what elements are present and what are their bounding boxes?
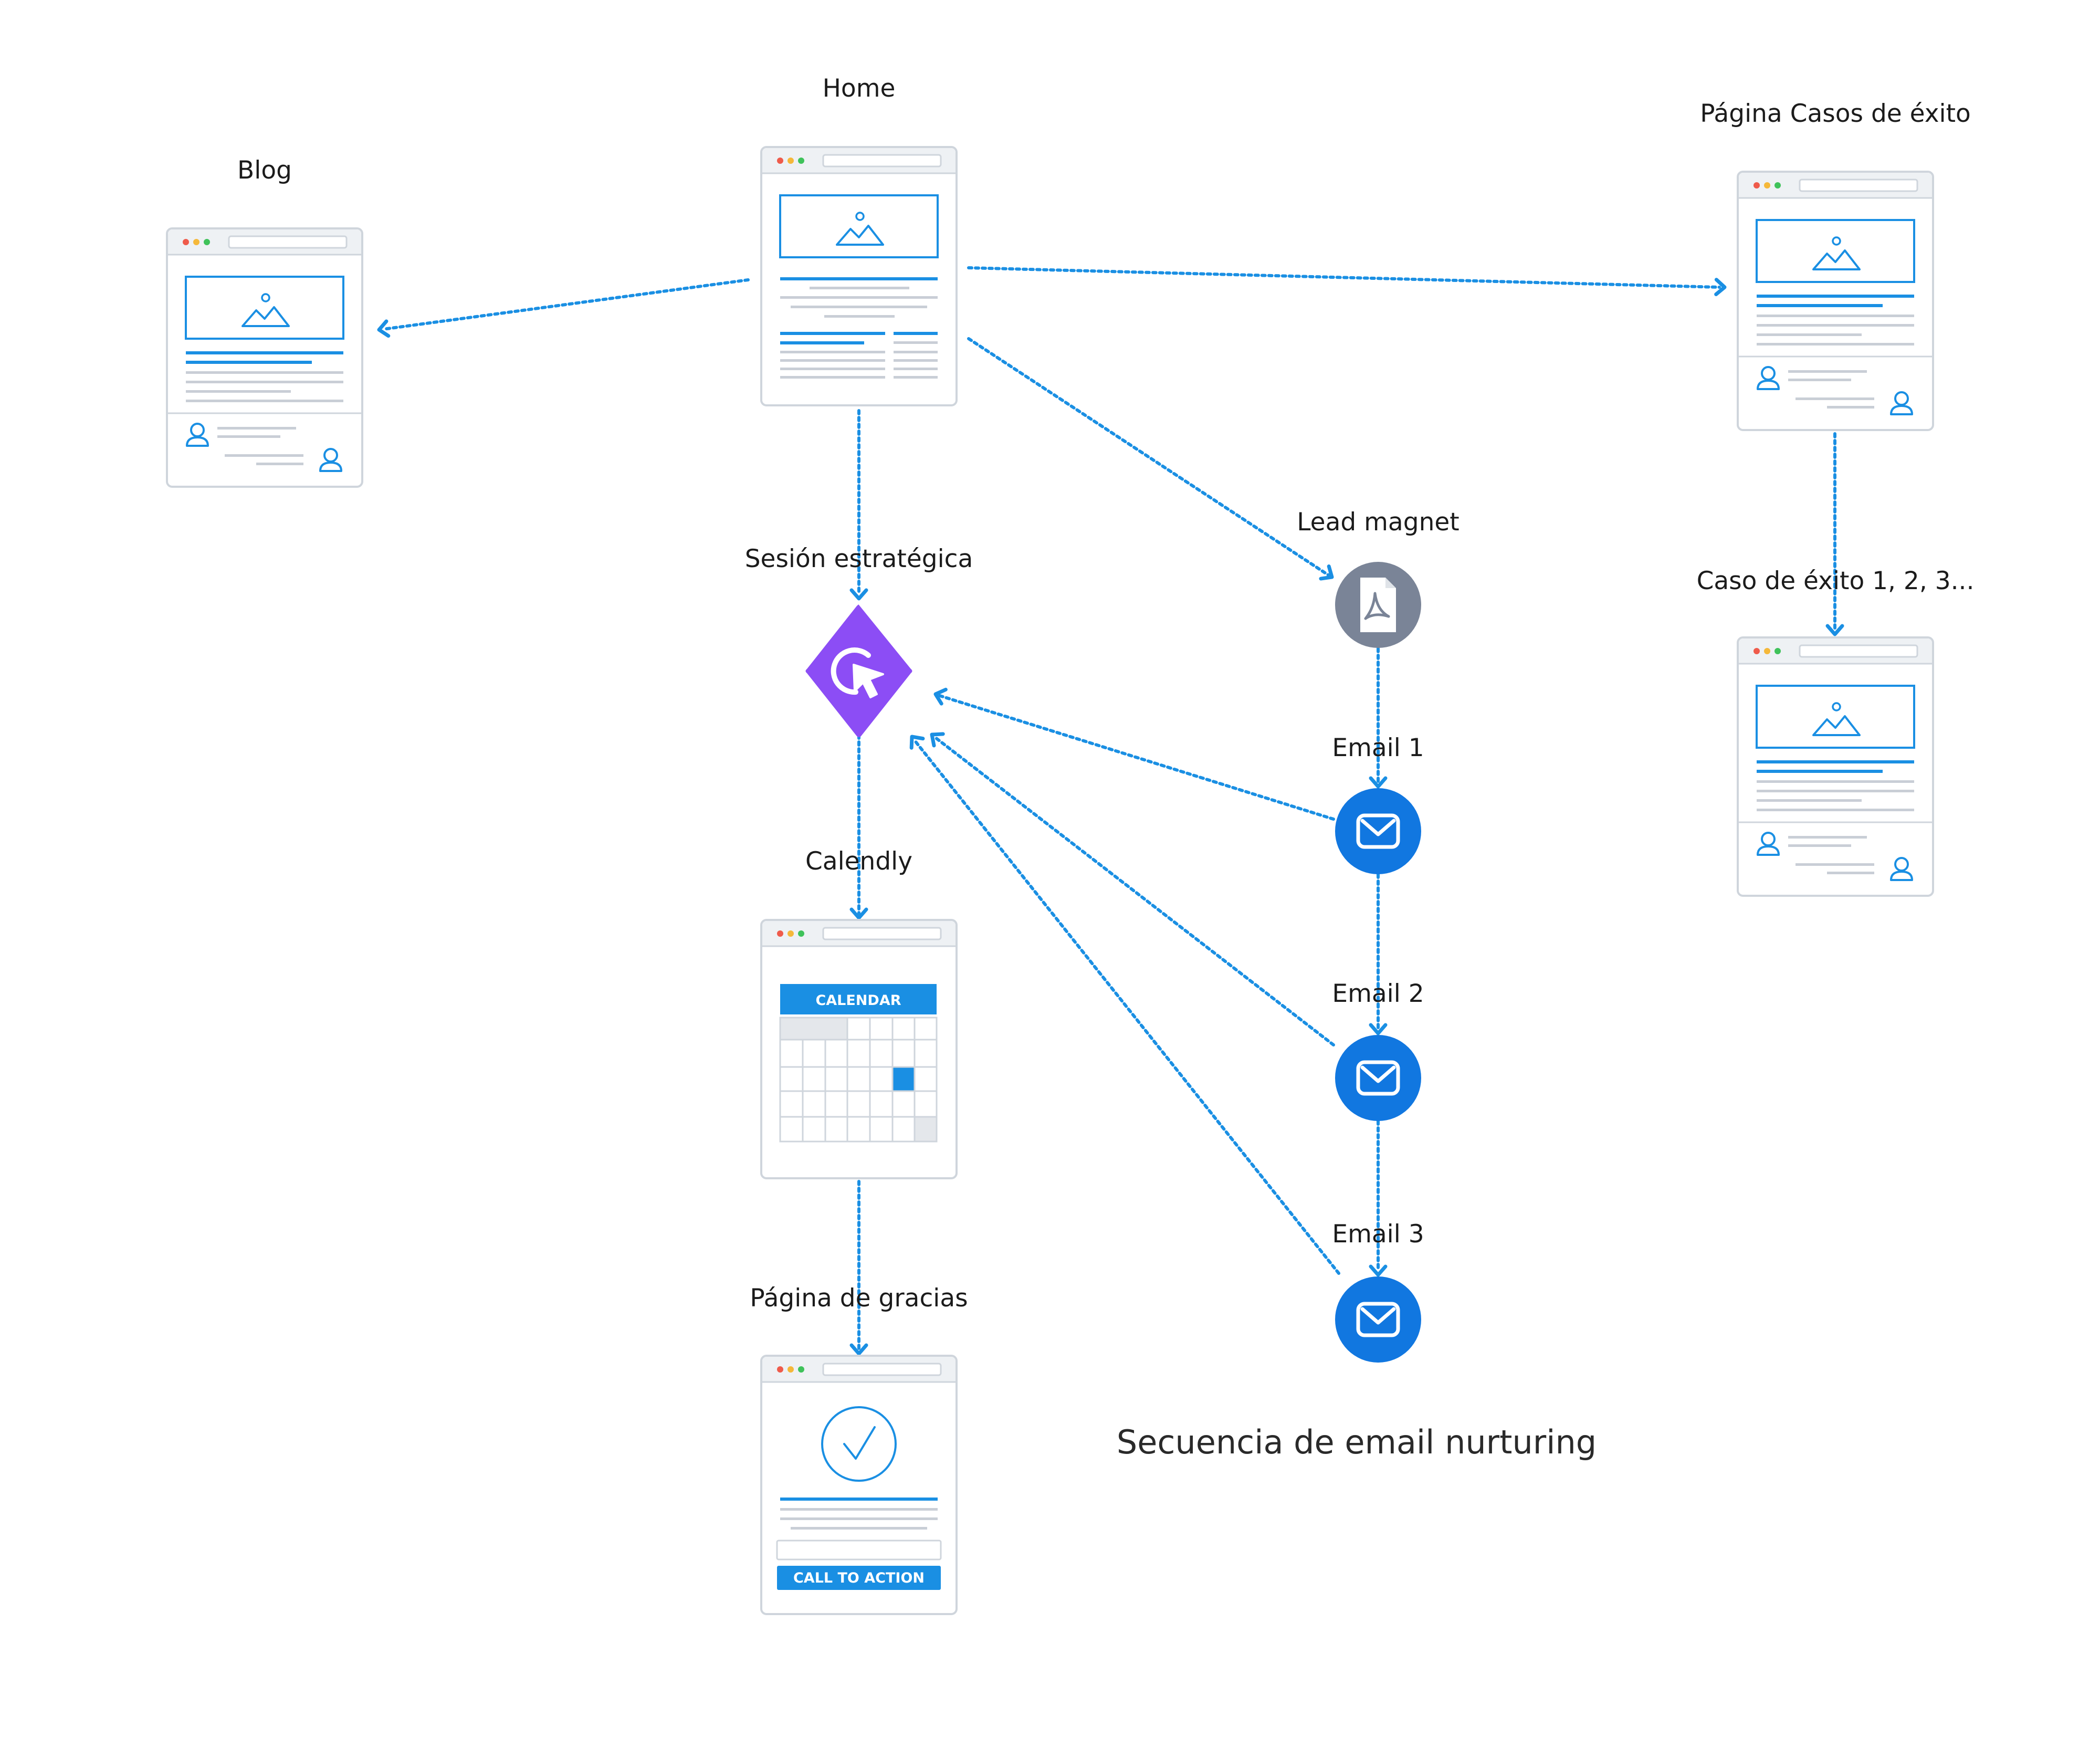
label-calendly: Calendly [805,847,912,876]
cursor-click-icon [831,647,884,698]
connector-email1-sesion [938,694,1335,821]
sesion-node [805,604,912,737]
calendar-header-text: CALENDAR [815,992,901,1009]
label-caso: Caso de éxito 1, 2, 3... [1697,567,1975,595]
pdf-file-icon [1360,578,1396,632]
label-lead: Lead magnet [1297,508,1459,537]
email-3-node [1335,1276,1421,1363]
connector-home-lead [967,337,1330,577]
gracias-page-mockup: CALL TO ACTION [760,1355,958,1615]
label-gracias: Página de gracias [750,1284,968,1313]
email-2-node [1335,1035,1421,1121]
connector-home-casos [967,266,1721,289]
connector-email3-sesion [913,739,1340,1275]
cta-text: CALL TO ACTION [793,1570,925,1586]
label-email-2: Email 2 [1332,979,1424,1008]
calendar-header [780,984,937,1014]
arrowheads [378,280,1842,1354]
connector-email2-sesion [934,736,1335,1046]
arrowhead-email3-sesion [906,732,923,748]
home-page-mockup [761,147,957,405]
lead-magnet-node [1335,562,1421,648]
label-email-1: Email 1 [1332,734,1424,762]
label-email-3: Email 3 [1332,1220,1424,1249]
label-casos: Página Casos de éxito [1700,99,1971,128]
connectors [382,266,1836,1351]
casos-page-mockup [1738,172,1933,430]
label-sesion: Sesión estratégica [745,545,973,573]
label-sequence: Secuencia de email nurturing [1117,1423,1597,1461]
label-blog: Blog [237,156,292,185]
calendly-page-mockup: CALENDAR [760,919,958,1179]
labels: Home Blog Página Casos de éxito Caso de … [237,74,1974,1461]
email-1-node [1335,788,1421,874]
checkmark-icon [821,1406,897,1482]
blog-page-mockup [167,228,362,487]
calendar-grid [779,1017,938,1143]
label-home: Home [823,74,896,103]
cta-button [777,1566,941,1590]
connector-home-blog [382,278,750,331]
caso-page-mockup [1738,637,1933,896]
